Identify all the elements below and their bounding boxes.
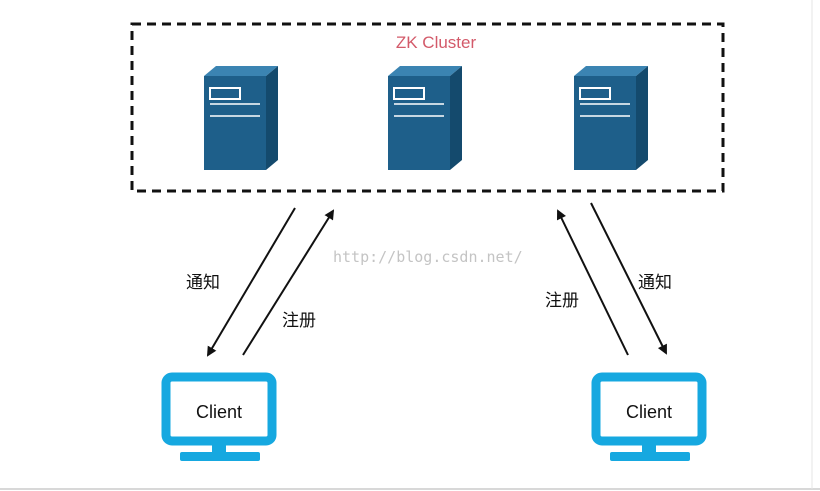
- watermark-text: http://blog.csdn.net/: [333, 248, 523, 266]
- server-icon: [388, 66, 462, 170]
- client-label-left: Client: [196, 402, 242, 422]
- cluster-title: ZK Cluster: [396, 33, 477, 52]
- server-icon: [204, 66, 278, 170]
- client-monitor-icon: [161, 372, 277, 461]
- client-label-right: Client: [626, 402, 672, 422]
- register-arrow-right: [557, 209, 629, 356]
- register-label-left: 注册: [282, 311, 316, 331]
- client-monitor-icon: [591, 372, 707, 461]
- notify-label-left: 通知: [186, 273, 220, 293]
- server-icon: [574, 66, 648, 170]
- register-label-right: 注册: [545, 291, 579, 311]
- notify-label-right: 通知: [638, 273, 672, 293]
- notify-arrow-right: [590, 202, 667, 355]
- notify-arrow-left: [206, 207, 296, 357]
- register-arrow-left: [242, 209, 335, 356]
- cluster-border: [130, 22, 725, 193]
